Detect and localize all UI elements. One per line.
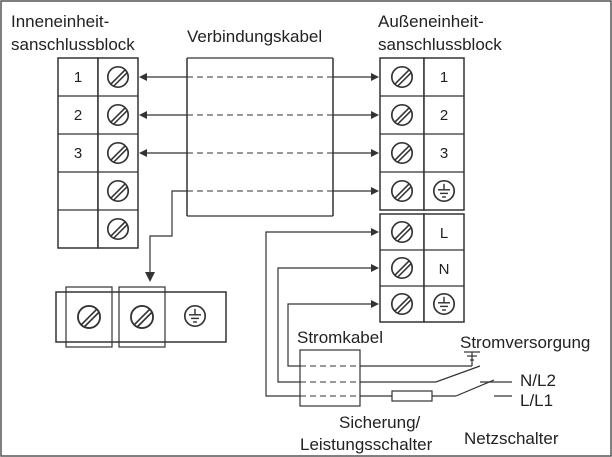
power-screw-ground-icon [390,292,414,316]
indoor-screw-2-icon [106,103,130,127]
mains-switch: N/L2 L/L1 Sicherung/ Leistungsschalter N… [300,365,559,454]
arrow-left-2-icon [139,111,147,119]
indoor-screw-1-icon [106,65,130,89]
arrow-left-1-icon [139,73,147,81]
indoor-terminal-1-label: 1 [74,69,82,86]
power-screw-n-icon [390,256,414,280]
connection-cable [186,57,334,217]
strip-screw-2-icon [130,305,154,329]
outdoor-block-label-line1: Außeneinheit- [378,12,484,31]
indoor-screw-5-icon [106,217,130,241]
arrow-left-3-icon [139,149,147,157]
ground-terminal-strip [55,286,227,348]
outdoor-terminal-1-label: 1 [440,69,448,86]
connection-cable-label: Verbindungskabel [187,27,322,46]
outdoor-terminal-block: 1 2 3 [379,57,465,211]
outdoor-screw-1-icon [390,65,414,89]
arrow-down-icon [145,272,155,282]
outdoor-terminal-3-label: 3 [440,145,448,162]
power-cable: Stromkabel [296,328,383,407]
mains-switch-label: Netzschalter [464,429,559,448]
arrow-power-ground-icon [371,300,379,308]
indoor-block-label-line1: Inneneinheit- [11,12,109,31]
signal-wires [139,73,379,195]
arrow-power-l-icon [371,228,379,236]
indoor-terminal-2-label: 2 [74,107,82,124]
strip-screw-1-icon [77,305,101,329]
power-screw-l-icon [390,220,414,244]
ll1-label: L/L1 [520,391,553,410]
outdoor-ground-icon [432,179,456,203]
power-wires [265,228,379,397]
outdoor-screw-4-icon [390,179,414,203]
power-ground-icon [432,292,456,316]
supply-ground-line: Stromversorgung [360,333,590,367]
arrow-power-n-icon [371,264,379,272]
indoor-terminal-3-label: 3 [74,145,82,162]
outdoor-terminal-2-label: 2 [440,107,448,124]
nl2-label: N/L2 [520,371,556,390]
outdoor-power-block: L N [379,213,465,323]
outdoor-block-label-line2: sanschlussblock [378,35,502,54]
arrow-right-4-icon [371,187,379,195]
power-supply-label: Stromversorgung [460,333,590,352]
indoor-screw-4-icon [106,179,130,203]
power-terminal-l-label: L [440,225,448,242]
indoor-terminal-block: 1 2 3 [57,57,139,249]
outdoor-screw-3-icon [390,141,414,165]
indoor-block-label-line2: sanschlussblock [11,35,135,54]
fuse-icon [391,390,433,402]
indoor-screw-3-icon [106,141,130,165]
arrow-right-2-icon [371,111,379,119]
power-terminal-n-label: N [439,261,450,278]
power-cable-label: Stromkabel [297,328,383,347]
arrow-right-3-icon [371,149,379,157]
fuse-label-line1: Sicherung/ [339,413,421,432]
outdoor-screw-2-icon [390,103,414,127]
fuse-label-line2: Leistungsschalter [300,435,433,454]
ground-wire [145,190,187,282]
arrow-right-1-icon [371,73,379,81]
strip-ground-icon [183,304,207,328]
